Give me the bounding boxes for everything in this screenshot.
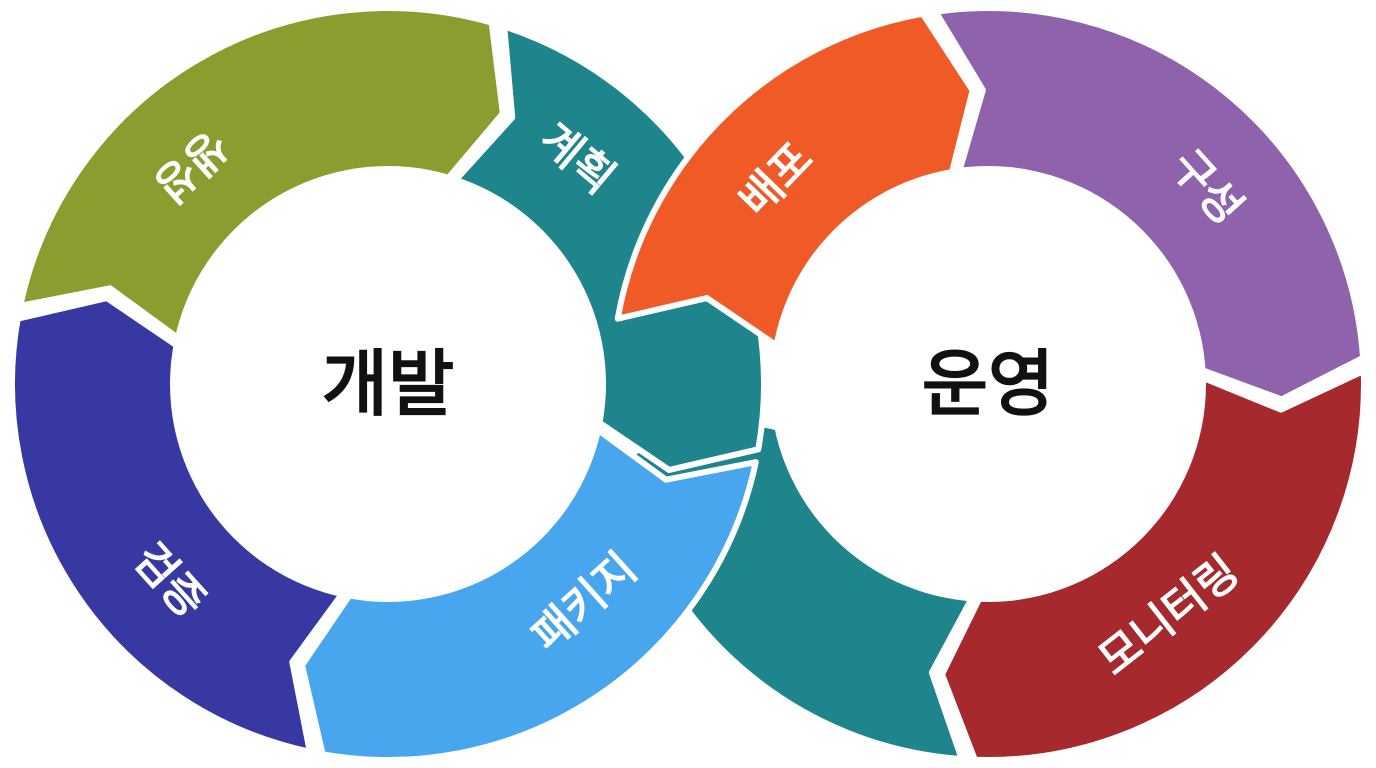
dev-center-disc <box>170 166 606 602</box>
segments-layer <box>9 5 1367 763</box>
ops-center-label: 운영 <box>922 342 1054 426</box>
centers-layer: 개발 운영 <box>170 166 1206 602</box>
ops-center-disc <box>770 166 1206 602</box>
dev-center-label: 개발 <box>322 342 454 426</box>
